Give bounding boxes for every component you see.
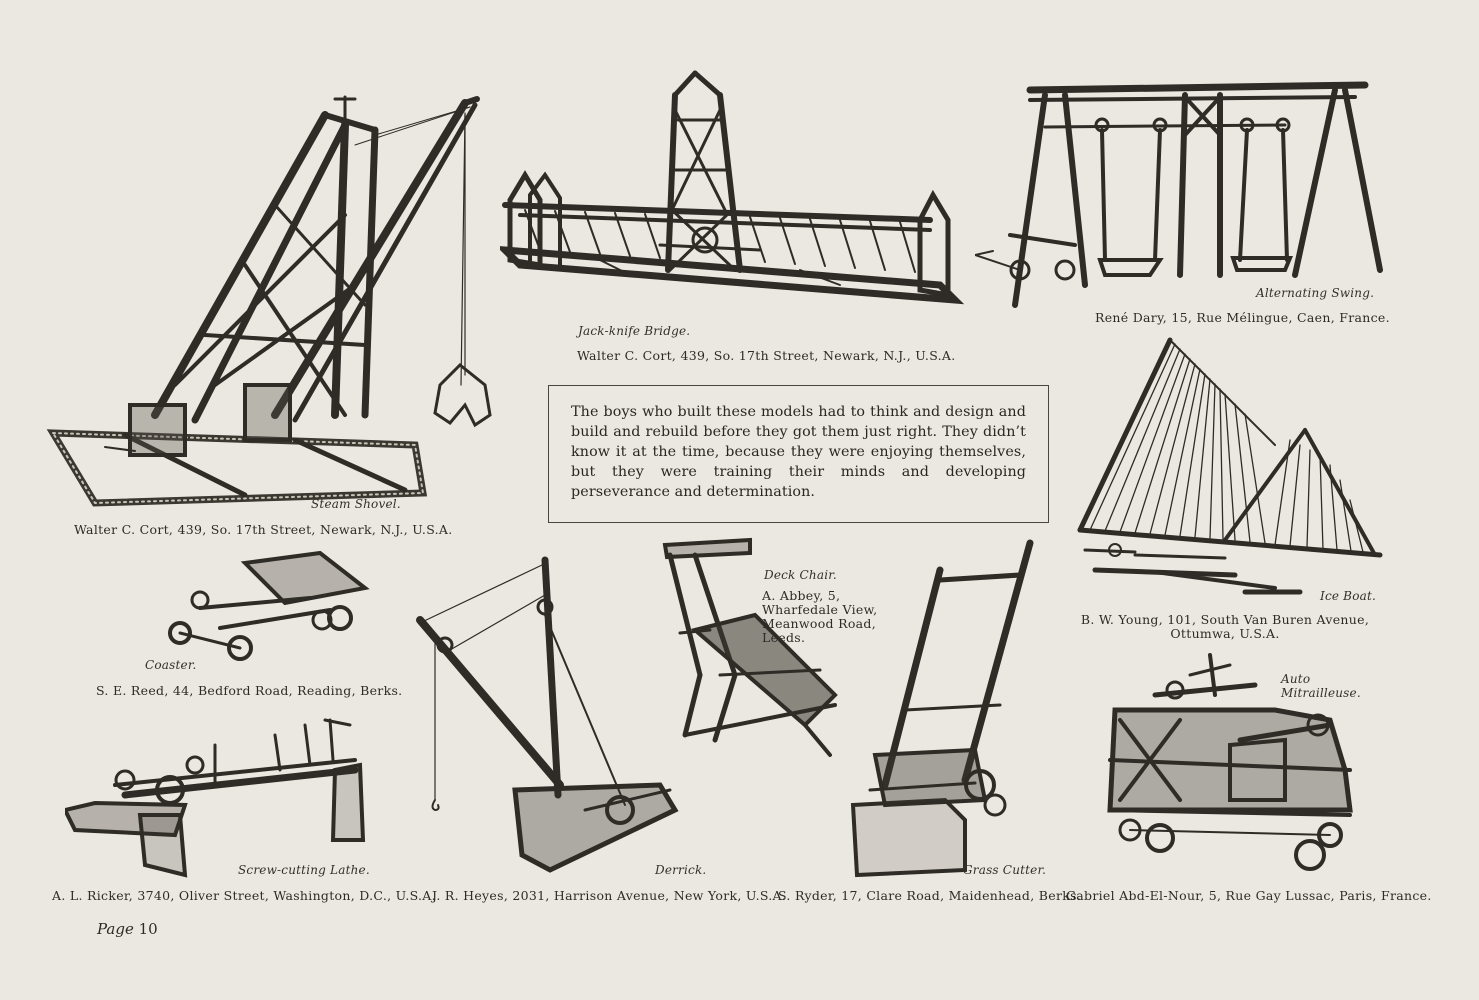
alternating-swing-caption: Alternating Swing. [1256,286,1375,300]
auto-mitrailleuse-caption: Auto Mitrailleuse. [1281,672,1361,700]
steam-shovel-builder: Walter C. Cort, 439, So. 17th Street, Ne… [74,522,453,537]
ice-boat-caption: Ice Boat. [1320,589,1377,603]
derrick-caption: Derrick. [655,863,707,877]
page-number-value: 10 [138,920,158,938]
grass-cutter-caption: Grass Cutter. [963,863,1047,877]
alternating-swing-builder: René Dary, 15, Rue Mélingue, Caen, Franc… [1095,310,1390,325]
coaster-builder: S. E. Reed, 44, Bedford Road, Reading, B… [96,683,403,698]
ice-boat-illustration [1075,330,1395,605]
coaster-caption: Coaster. [145,658,197,672]
screw-cutting-lathe-caption: Screw-cutting Lathe. [238,863,370,877]
grass-cutter-illustration [845,535,1045,880]
intro-text-box: The boys who built these models had to t… [548,385,1049,523]
deck-chair-builder: A. Abbey, 5, Wharfedale View, Meanwood R… [762,588,878,645]
auto-mitrailleuse-builder: Gabriel Abd-El-Nour, 5, Rue Gay Lussac, … [1066,888,1432,903]
screw-cutting-lathe-builder: A. L. Ricker, 3740, Oliver Street, Washi… [52,888,436,903]
page-label: Page [97,920,134,938]
steam-shovel-illustration [45,85,505,515]
alternating-swing-illustration [975,75,1395,315]
screw-cutting-lathe-illustration [65,715,380,880]
jack-knife-bridge-illustration [500,70,965,320]
grass-cutter-builder: S. Ryder, 17, Clare Road, Maidenhead, Be… [778,888,1082,903]
page-number: Page 10 [97,920,158,938]
jack-knife-bridge-builder: Walter C. Cort, 439, So. 17th Street, Ne… [577,348,956,363]
steam-shovel-caption: Steam Shovel. [311,497,401,511]
jack-knife-bridge-caption: Jack-knife Bridge. [578,324,691,338]
auto-mitrailleuse-illustration [1090,650,1370,875]
deck-chair-caption: Deck Chair. [764,568,837,582]
deck-chair-illustration [655,535,855,760]
coaster-illustration [160,548,370,668]
ice-boat-builder: B. W. Young, 101, South Van Buren Avenue… [1080,612,1370,641]
derrick-illustration [410,555,685,875]
derrick-builder: J. R. Heyes, 2031, Harrison Avenue, New … [432,888,787,903]
